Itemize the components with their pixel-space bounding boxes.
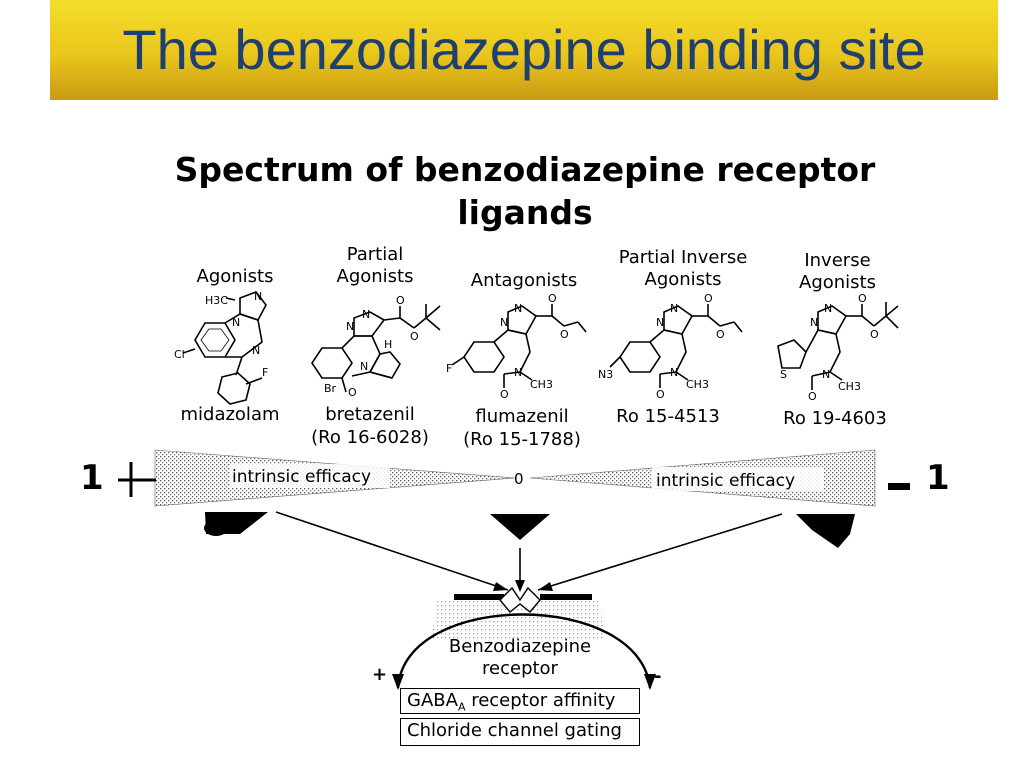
receptor-site-bar-right — [540, 594, 592, 600]
atom-o-ro194603-2: O — [858, 292, 867, 305]
box-gaba-rest: receptor affinity — [465, 690, 616, 711]
atom-o-bretazenil-2: O — [396, 294, 405, 307]
atom-n-ro194603-2: N — [824, 302, 832, 315]
figure-heading-line2: ligands — [457, 193, 593, 232]
atom-n-flumazenil-2: N — [514, 302, 522, 315]
marker-right — [796, 514, 855, 548]
structure-ro-15-4513 — [609, 304, 743, 388]
atom-n-midazolam-1: N — [254, 290, 262, 303]
atom-o-ro194603-1: O — [808, 390, 817, 403]
atom-n-bretazenil-1: N — [360, 360, 368, 373]
class-label-partial-inverse-agonists: Partial Inverse Agonists — [618, 247, 748, 290]
compound-ro-19-4603: Ro 19-4603 — [783, 408, 887, 429]
class-label-agonists: Agonists — [196, 266, 274, 287]
atom-n-ro194603-3: N — [810, 316, 818, 329]
receptor-shading — [432, 600, 604, 640]
compound-flumazenil-code: (Ro 15-1788) — [463, 429, 581, 450]
class-label-antagonists: Antagonists — [470, 270, 578, 291]
box-gaba-main: GABA — [407, 690, 458, 711]
arrow-right-line — [537, 513, 783, 591]
atom-o-bretazenil-1: O — [348, 386, 357, 399]
scale-right-value: 1 — [926, 458, 950, 498]
arrow-right-head — [538, 582, 553, 591]
wedge-label-bg-right — [652, 467, 824, 491]
figure-heading-line1: Spectrum of benzodiazepine receptor — [174, 150, 876, 189]
receptor-binding-pocket — [499, 586, 541, 613]
atom-n-bretazenil-3: N — [346, 320, 354, 333]
structure-flumazenil — [451, 304, 587, 388]
atom-n-flumazenil-1: N — [514, 366, 522, 379]
box-gaba-sub: A — [457, 700, 466, 714]
box-chloride-gating: Chloride channel gating — [400, 718, 640, 746]
class-label-inverse-agonists: Inverse Agonists — [799, 250, 876, 293]
compound-ro-15-4513: Ro 15-4513 — [616, 406, 720, 427]
atom-o-flumazenil-3: O — [560, 328, 569, 341]
atom-f-midazolam: F — [262, 366, 268, 379]
compound-bretazenil-code: (Ro 16-6028) — [311, 427, 429, 448]
receptor-site-bar-left — [454, 594, 504, 600]
atom-s: S — [780, 368, 787, 381]
arrow-center-head — [515, 580, 525, 592]
atom-f-flumazenil: F — [446, 362, 452, 375]
atom-n-ro154513-1: N — [670, 366, 678, 379]
atom-n-bretazenil-2: N — [362, 308, 370, 321]
receptor-label-line2: receptor — [482, 658, 559, 679]
structure-midazolam — [182, 291, 267, 405]
atom-o-ro154513-3: O — [716, 328, 725, 341]
atom-cl: Cl — [174, 348, 185, 361]
atom-br: Br — [324, 382, 337, 395]
structure-bretazenil — [311, 304, 441, 393]
receptor-label-line1: Benzodiazepine — [449, 636, 591, 657]
atom-o-ro154513-2: O — [704, 292, 713, 305]
compound-midazolam: midazolam — [180, 404, 280, 425]
atom-n-ro154513-2: N — [670, 302, 678, 315]
box-gaba-affinity: GABAA receptor affinity — [400, 688, 640, 714]
atom-o-ro154513-1: O — [656, 388, 665, 401]
scale-left-value: 1 — [80, 458, 104, 498]
wedge-label-left: intrinsic efficacy — [232, 467, 371, 487]
receptor-arc-arrow-left — [392, 674, 404, 690]
receptor-arc-arrow-right — [644, 674, 656, 690]
class-label-partial-agonists: Partial Agonists — [336, 244, 414, 287]
arrow-left-line — [275, 511, 509, 591]
atom-ch3-flumazenil: CH3 — [530, 378, 553, 391]
marker-center — [490, 514, 550, 540]
atom-ch3-ro194603: CH3 — [838, 380, 861, 393]
atom-o-ro194603-3: O — [870, 328, 879, 341]
atom-o-flumazenil-2: O — [548, 292, 557, 305]
compound-bretazenil: bretazenil — [325, 404, 415, 425]
atom-n-midazolam-2: N — [232, 316, 240, 329]
atom-n-ro154513-3: N — [656, 316, 664, 329]
arrow-left-head — [493, 582, 508, 591]
atom-n-ro194603-1: N — [822, 368, 830, 381]
compound-flumazenil: flumazenil — [475, 406, 569, 427]
atom-h-bretazenil: H — [384, 338, 392, 351]
atom-n-flumazenil-3: N — [500, 316, 508, 329]
title-bar: The benzodiazepine binding site — [50, 0, 998, 100]
wedge-label-bg-left — [230, 464, 390, 488]
wedge-label-right: intrinsic efficacy — [656, 471, 795, 491]
receptor-arc — [396, 613, 652, 689]
atom-o-flumazenil-1: O — [500, 388, 509, 401]
structure-ro-19-4603 — [777, 302, 899, 390]
minus-sign — [888, 483, 910, 490]
atom-n-midazolam-3: N — [252, 344, 260, 357]
atom-n3: N3 — [598, 368, 613, 381]
slide-title: The benzodiazepine binding site — [122, 18, 926, 81]
box-chloride-text: Chloride channel gating — [407, 720, 622, 741]
receptor-plus: + — [372, 664, 387, 685]
atom-ch3-ro154513: CH3 — [686, 378, 709, 391]
atom-h3c-midazolam: H3C — [205, 294, 228, 307]
scale-center-value: 0 — [514, 470, 524, 488]
atom-o-bretazenil-3: O — [410, 330, 419, 343]
receptor-minus: - — [654, 666, 661, 687]
marker-left-blob — [204, 520, 228, 536]
